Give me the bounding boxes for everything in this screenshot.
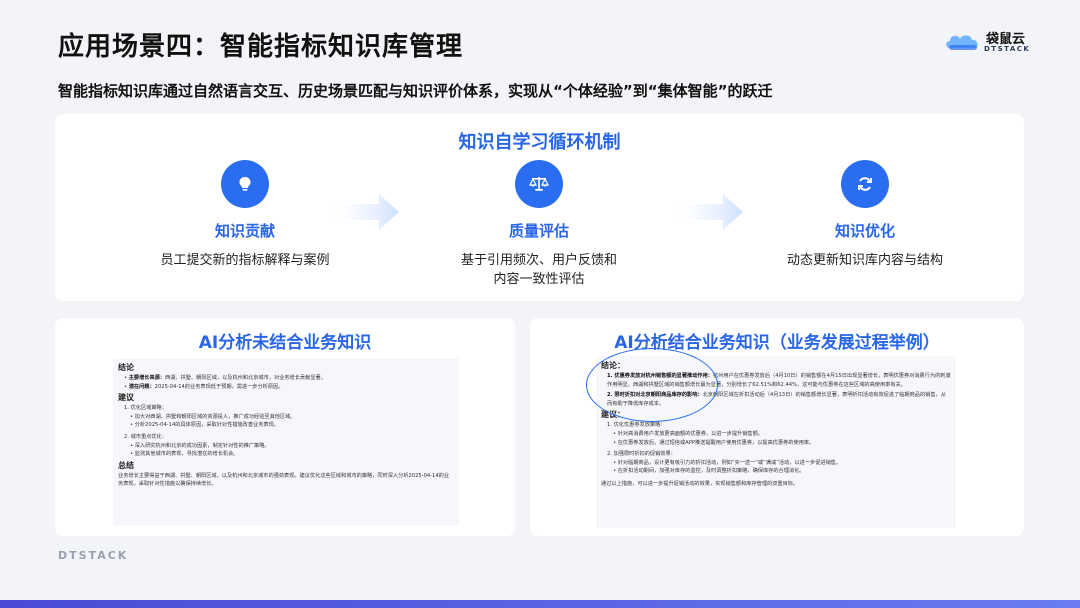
lightbulb-icon [239,177,251,191]
doc-line: 1. 优化优惠券发放策略： [607,422,666,429]
arrow-right-icon [677,194,743,230]
section-heading: 建议 [118,393,134,403]
highlight-ellipse [586,348,718,422]
cloud-icon [946,35,978,50]
bottom-accent-bar [0,600,1080,608]
brand-logo: 袋鼠云 DTSTACK [944,28,1031,56]
section-heading: 总结 [118,460,134,470]
doc-line: • 针对高消费用户发放更高面额的优惠券，以进一步提升销售额。 [613,430,763,437]
doc-text: 针对高消费用户发放更高面额的优惠券，以进一步提升销售额。 [617,430,763,437]
doc-summary: 业务增长主要得益于西湖、拱墅、朝阳区域，以及杭州和北京城市的强劲表现。建议优化这… [118,472,450,488]
doc-line: 2. 加强限时折扣的促销效果： [607,451,676,458]
refresh-icon [858,177,872,191]
logo-subtext: DTSTACK [984,45,1031,53]
doc-line: • 加大对西湖、拱墅和朝阳区域的资源投入，推广成功经验至其他区域。 [130,413,296,420]
doc-line: • 主要增长来源：西湖、拱墅、朝阳区域，以及杭州和北京城市，对业务增长贡献显著。 [124,375,326,381]
step-quality-evaluation: 质量评估 基于引用频次、用户反馈和 内容一致性评估 [419,160,659,289]
learning-loop-panel: 知识自学习循环机制 知识贡献 员工提交新的指标解释与案例 质量 [55,114,1024,301]
step-icon-circle [221,160,269,208]
doc-line: • 监测其他城市的表现，寻找潜在的增长机会。 [130,451,239,458]
doc-line: • 在折扣活动期间，加强对库存的监控，及时调整折扣策略，确保库存的合理消化。 [613,468,805,475]
step-title: 质量评估 [508,222,569,240]
analysis-document: 结论 • 主要增长来源：西湖、拱墅、朝阳区域，以及杭州和北京城市，对业务增长贡献… [113,358,459,526]
doc-label: 主要增长来源： [128,375,166,381]
card-with-business-knowledge: AI分析结合业务知识（业务发展过程举例） 结论： 1. 优惠券发放对杭州销售额的… [530,318,1024,536]
doc-text: 针对临期商品，设计更有吸引力的折扣活动，例如“买一送一”或“满减”活动，以进一步… [617,459,842,466]
doc-line: 1. 优化区域策略： [124,405,167,412]
card-title: AI分析未结合业务知识 [198,333,372,353]
loop-title: 知识自学习循环机制 [458,132,621,153]
doc-line: • 针对临期商品，设计更有吸引力的折扣活动，例如“买一送一”或“满减”活动，以进… [613,459,842,466]
doc-summary: 通过以上措施，可以进一步提升促销活动的效果，实现销售额和库存管理的双重目标。 [601,480,799,487]
section-heading: 结论 [118,363,134,372]
doc-text: 在优惠券发放后，通过短信或APP推送提醒用户使用优惠券，以提高优惠券的使用率。 [617,439,815,446]
logo-text: 袋鼠云 [986,32,1026,47]
doc-text: 加大对西湖、拱墅和朝阳区域的资源投入，推广成功经验至其他区域。 [134,413,296,420]
doc-text: 深入研究杭州和北京的成功因素，制定针对性的推广策略。 [134,442,270,449]
step-description: 基于引用频次、用户反馈和 内容一致性评估 [460,253,617,287]
doc-line: • 深入研究杭州和北京的成功因素，制定针对性的推广策略。 [130,442,270,449]
page-title: 应用场景四：智能指标知识库管理 [58,32,464,62]
doc-text: 在折扣活动期间，加强对库存的监控，及时调整折扣策略，确保库存的合理消化。 [617,468,805,475]
step-icon-circle [515,160,563,208]
footer-logo: DTSTACK [58,549,129,562]
arrow-right-icon [333,194,399,230]
scale-icon [529,177,549,191]
step-title: 知识优化 [834,222,895,240]
doc-text: 杭州用户在优惠券发放后（4月10日）的销售额在4月15日出现显著增长，表明优惠券… [607,373,951,388]
doc-text: 分析2025-04-14的具体原因，采取针对性措施改善业务表现。 [134,422,279,429]
step-title: 知识贡献 [214,222,275,240]
doc-text: 监测其他城市的表现，寻找潜在的增长机会。 [134,451,239,458]
card-title: AI分析结合业务知识（业务发展过程举例） [614,333,940,353]
card-without-business-knowledge: AI分析未结合业务知识 结论 • 主要增长来源：西湖、拱墅、朝阳区域，以及杭州和… [55,318,515,536]
doc-line: • 潜在问题：2025-04-14的业务表现低于预期，需进一步分析原因。 [124,383,284,390]
page-subtitle: 智能指标知识库通过自然语言交互、历史场景匹配与知识评价体系，实现从“个体经验”到… [58,82,773,100]
doc-line: • 分析2025-04-14的具体原因，采取针对性措施改善业务表现。 [130,422,279,429]
step-description: 动态更新知识库内容与结构 [786,253,943,268]
step-icon-circle [841,160,889,208]
step-description: 员工提交新的指标解释与案例 [160,253,330,268]
step-knowledge-contribution: 知识贡献 员工提交新的指标解释与案例 [125,160,365,270]
doc-label: 潜在问题： [128,383,155,390]
doc-line: • 在优惠券发放后，通过短信或APP推送提醒用户使用优惠券，以提高优惠券的使用率… [613,439,815,446]
doc-text: 西湖、拱墅、朝阳区域，以及杭州和北京城市，对业务增长贡献显著。 [165,375,326,381]
doc-line: 2. 城市重点优化： [124,433,167,440]
doc-text: 2025-04-14的业务表现低于预期，需进一步分析原因。 [154,383,284,390]
step-knowledge-optimization: 知识优化 动态更新知识库内容与结构 [745,160,985,270]
